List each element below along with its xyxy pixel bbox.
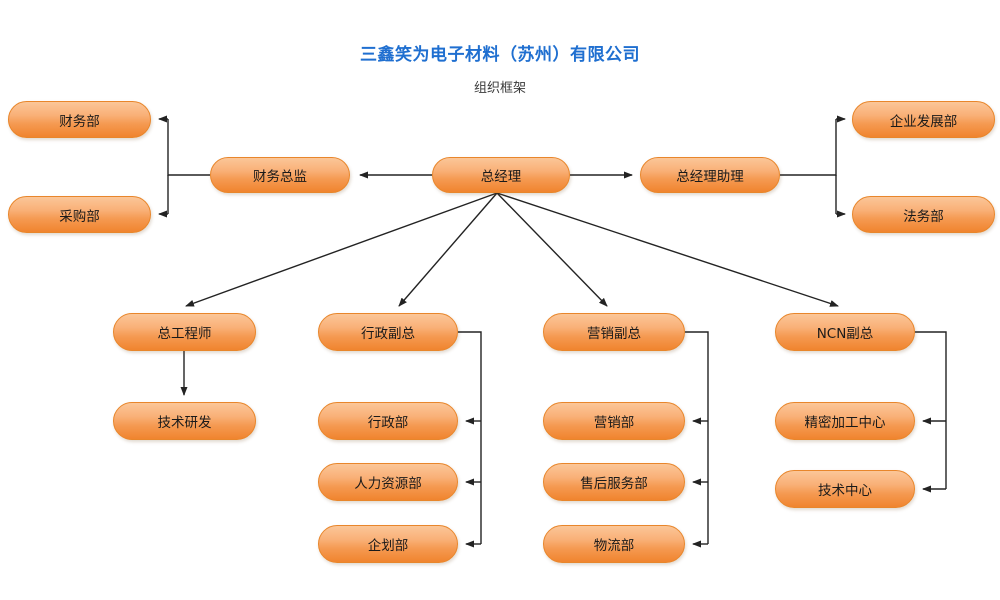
org-node-sales[interactable]: 营销部 xyxy=(543,402,685,440)
org-node-label: 总工程师 xyxy=(157,326,212,342)
org-node-label: 技术中心 xyxy=(818,483,872,499)
org-node-label: 行政部 xyxy=(367,415,409,431)
org-node-label: NCN副总 xyxy=(816,326,874,342)
org-node-label: 总经理 xyxy=(480,169,522,185)
edge-gm-to-ncn-vp xyxy=(496,192,839,307)
org-node-finance[interactable]: 财务部 xyxy=(8,101,151,138)
edge-admin-vp-bracket xyxy=(458,331,482,544)
org-node-label: 财务总监 xyxy=(253,169,307,185)
org-node-precision[interactable]: 精密加工中心 xyxy=(775,402,915,440)
org-node-label: 财务部 xyxy=(59,113,100,130)
page-subtitle: 组织框架 xyxy=(473,81,526,96)
org-node-legal[interactable]: 法务部 xyxy=(852,196,995,233)
org-node-planning[interactable]: 企划部 xyxy=(318,525,458,563)
org-node-label: 精密加工中心 xyxy=(804,415,886,431)
org-node-label: 营销部 xyxy=(593,415,635,431)
org-node-label: 人力资源部 xyxy=(354,476,422,492)
org-node-cfo[interactable]: 财务总监 xyxy=(210,157,350,193)
org-node-purchase[interactable]: 采购部 xyxy=(8,196,151,233)
org-node-gm_asst[interactable]: 总经理助理 xyxy=(640,157,780,193)
org-node-gm[interactable]: 总经理 xyxy=(432,157,570,193)
org-node-label: 物流部 xyxy=(593,538,635,554)
edge-cfo-bracket xyxy=(167,119,210,176)
edge-sales-vp-bracket xyxy=(685,331,709,544)
edge-gm-to-chief-engineer xyxy=(185,192,498,307)
org-node-chief_eng[interactable]: 总工程师 xyxy=(113,313,256,351)
org-node-label: 营销副总 xyxy=(587,326,641,342)
edge-gm-to-admin-vp xyxy=(398,192,498,307)
page-title: 三鑫笑为电子材料（苏州）有限公司 xyxy=(360,45,640,65)
org-node-admin[interactable]: 行政部 xyxy=(318,402,458,440)
edge-ncn-vp-bracket xyxy=(915,331,947,489)
org-node-label: 企业发展部 xyxy=(889,113,958,130)
org-node-service[interactable]: 售后服务部 xyxy=(543,463,685,501)
edge-gm-to-sales-vp xyxy=(496,192,608,307)
org-node-sales_vp[interactable]: 营销副总 xyxy=(543,313,685,351)
org-node-ncn_vp[interactable]: NCN副总 xyxy=(775,313,915,351)
org-node-label: 售后服务部 xyxy=(580,476,648,492)
org-node-label: 企划部 xyxy=(367,538,409,554)
org-node-tech_ctr[interactable]: 技术中心 xyxy=(775,470,915,508)
org-node-bizdev[interactable]: 企业发展部 xyxy=(852,101,995,138)
org-node-label: 总经理助理 xyxy=(676,169,744,185)
org-node-label: 技术研发 xyxy=(157,415,212,431)
org-node-label: 采购部 xyxy=(59,208,100,225)
org-node-rnd[interactable]: 技术研发 xyxy=(113,402,256,440)
org-node-label: 法务部 xyxy=(903,208,944,225)
org-node-label: 行政副总 xyxy=(361,326,415,342)
org-node-hr[interactable]: 人力资源部 xyxy=(318,463,458,501)
org-node-logistics[interactable]: 物流部 xyxy=(543,525,685,563)
edge-gm-assistant-bracket xyxy=(780,119,837,176)
org-node-admin_vp[interactable]: 行政副总 xyxy=(318,313,458,351)
